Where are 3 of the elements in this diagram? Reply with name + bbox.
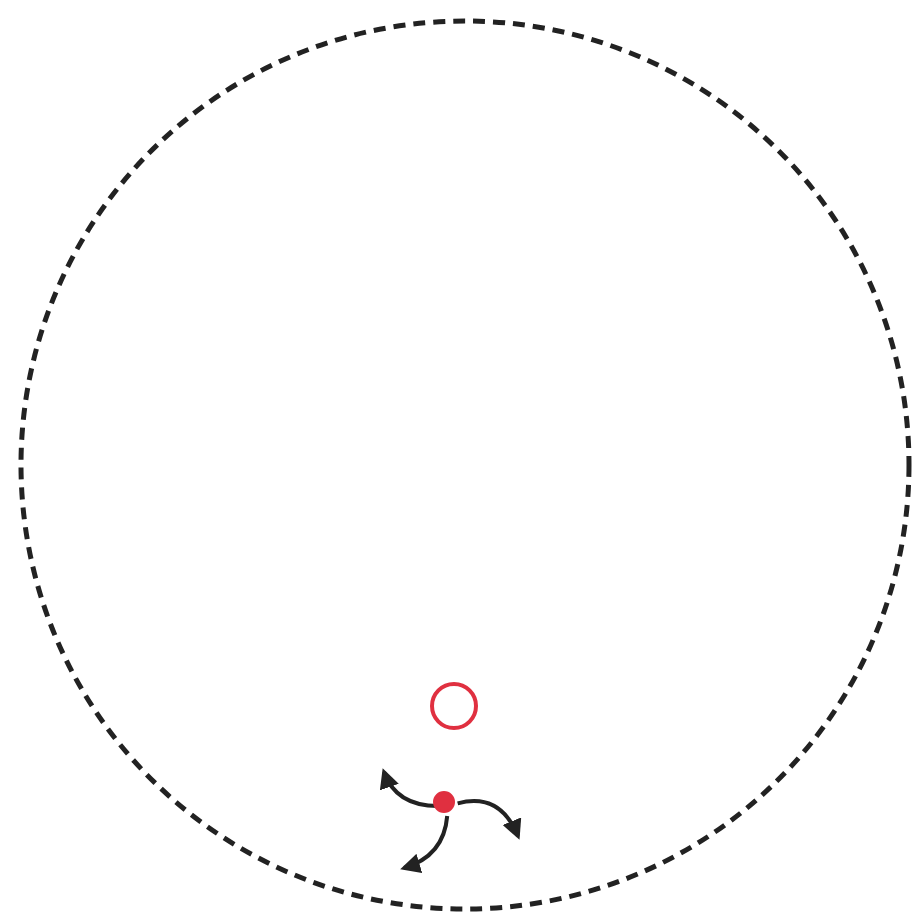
curved-arrow: [457, 799, 521, 840]
curved-arrow: [400, 815, 450, 873]
curved-arrow: [380, 768, 439, 808]
